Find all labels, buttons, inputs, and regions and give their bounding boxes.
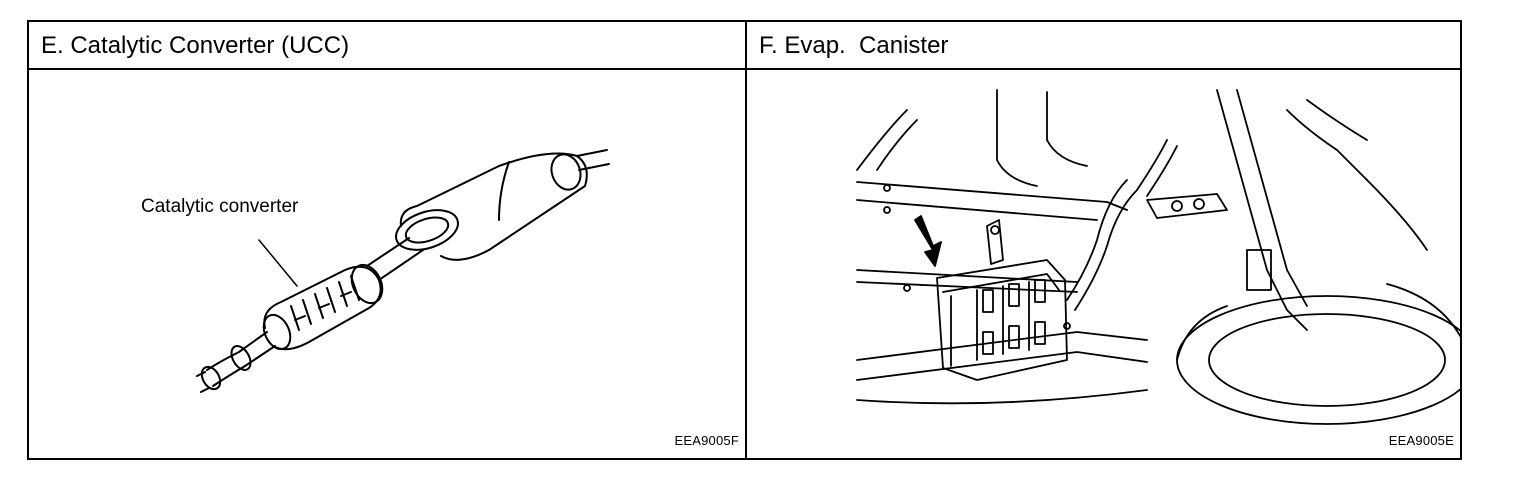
figure-code: EEA9005E (1388, 433, 1454, 448)
panel-title: F. Evap. Canister (747, 22, 1460, 70)
figure-code: EEA9005F (674, 433, 739, 448)
callout-label: Catalytic converter (141, 196, 299, 217)
figure-frame: E. Catalytic Converter (UCC) (27, 20, 1462, 460)
panel-title: E. Catalytic Converter (UCC) (29, 22, 745, 70)
evap-canister-illustration (856, 89, 1460, 425)
catalytic-converter-illustration (196, 149, 610, 393)
panel-evap-canister: F. Evap. Canister (747, 22, 1460, 458)
panel-catalytic-converter: E. Catalytic Converter (UCC) (29, 22, 747, 458)
